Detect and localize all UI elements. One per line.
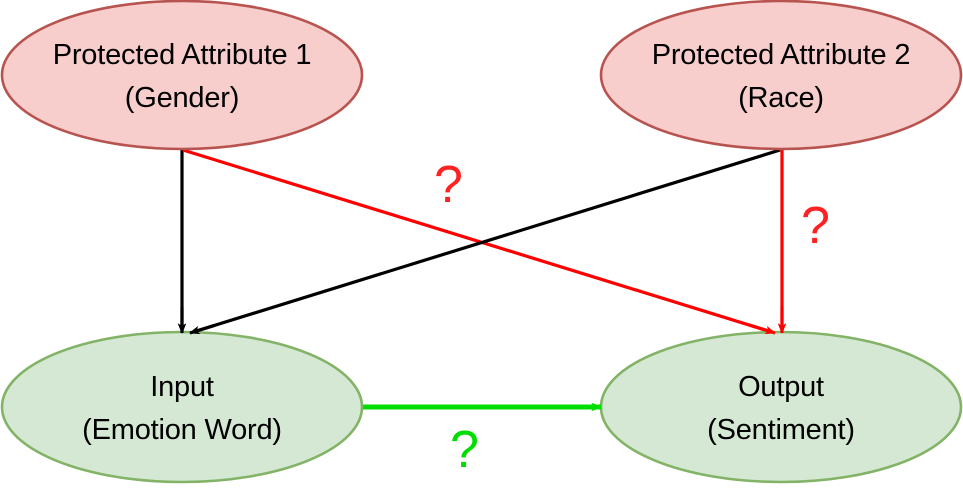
edge-pa2-to-input	[189, 148, 781, 335]
node-input[interactable]	[0, 330, 364, 484]
question-mark-pa1-output: ?	[434, 156, 463, 214]
question-mark-pa2-output: ?	[801, 197, 830, 255]
node-output[interactable]	[599, 330, 963, 484]
nodes-layer	[0, 0, 963, 484]
edge-pa2-to-input-overlay	[189, 323, 216, 335]
edge-pa1-to-output	[182, 148, 776, 335]
node-protected-attribute-2[interactable]	[599, 0, 963, 151]
question-mark-input-output: ?	[450, 421, 479, 479]
edge-pa1-to-output-overlay	[749, 323, 776, 335]
edges-layer	[177, 148, 787, 412]
node-protected-attribute-1[interactable]	[0, 0, 364, 151]
edge-heads-overlay	[177, 307, 787, 412]
